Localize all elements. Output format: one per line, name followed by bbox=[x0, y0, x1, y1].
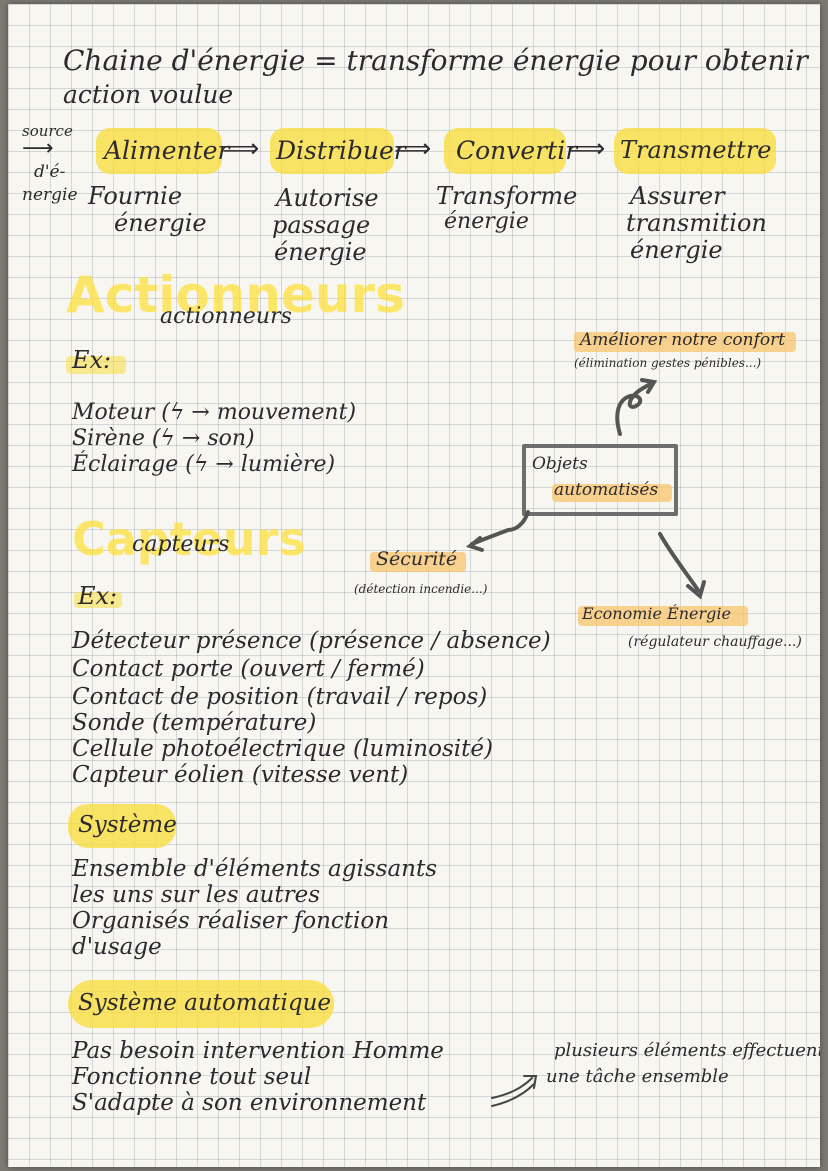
source-label: source bbox=[22, 122, 73, 140]
step-alimenter: Alimenter bbox=[104, 136, 230, 165]
ex-label: Ex: bbox=[78, 582, 118, 610]
step-desc: énergie bbox=[630, 236, 723, 264]
highlight-automatises bbox=[552, 484, 672, 502]
step-desc: Assurer bbox=[630, 182, 725, 210]
step-desc: Transforme bbox=[436, 182, 578, 210]
highlight-systeme bbox=[68, 804, 176, 848]
notebook-page: Chaine d'énergie = transforme énergie po… bbox=[8, 4, 820, 1167]
objets-label: Objets bbox=[532, 454, 588, 474]
systeme-auto-note: une tâche ensemble bbox=[546, 1066, 729, 1087]
systeme-line: les uns sur les autres bbox=[72, 882, 321, 908]
actionneur-item: Éclairage (ϟ → lumière) bbox=[72, 452, 336, 477]
step-desc: énergie bbox=[114, 209, 207, 237]
highlight-distribuer bbox=[270, 128, 394, 174]
step-transmettre: Transmettre bbox=[620, 136, 772, 164]
highlight-alimenter bbox=[96, 128, 222, 174]
step-desc: transmition bbox=[626, 209, 767, 237]
highlight-confort bbox=[574, 332, 796, 352]
capteur-item: Détecteur présence (présence / absence) bbox=[72, 628, 551, 654]
systeme-auto-title: Système automatique bbox=[78, 990, 332, 1016]
objets-label-2: automatisés bbox=[554, 480, 659, 500]
diagram-arrows bbox=[465, 378, 706, 1107]
systeme-line: Organisés réaliser fonction bbox=[72, 908, 390, 934]
source-arrow-icon: ⟶ bbox=[22, 136, 54, 161]
systeme-auto-line: S'adapte à son environnement bbox=[72, 1090, 427, 1116]
source-label-2: d'é- bbox=[34, 162, 66, 182]
double-arrow-icon: ⟹ bbox=[394, 134, 432, 164]
highlight-convertir bbox=[444, 128, 566, 174]
step-desc: Autorise bbox=[276, 184, 379, 212]
capteurs-big-title: Capteurs bbox=[72, 512, 306, 566]
capteurs-title: capteurs bbox=[132, 532, 230, 557]
step-convertir: Convertir bbox=[456, 136, 578, 165]
capteur-item: Cellule photoélectrique (luminosité) bbox=[72, 736, 493, 762]
step-desc: Fournie bbox=[88, 182, 183, 210]
actionneurs-big-title: Actionneurs bbox=[66, 266, 405, 324]
confort-example: (élimination gestes pénibles...) bbox=[574, 356, 762, 370]
double-arrow-icon: ⟹ bbox=[568, 134, 606, 164]
highlight-systeme-auto bbox=[68, 980, 334, 1028]
step-desc: énergie bbox=[274, 238, 367, 266]
systeme-line: Ensemble d'éléments agissants bbox=[72, 856, 438, 882]
securite-example: (détection incendie...) bbox=[354, 582, 488, 596]
highlight-securite bbox=[370, 552, 466, 572]
capteur-item: Capteur éolien (vitesse vent) bbox=[72, 762, 409, 788]
confort-label: Améliorer notre confort bbox=[580, 330, 786, 350]
step-desc: passage bbox=[272, 211, 371, 239]
highlight-economie bbox=[578, 606, 748, 626]
step-desc: énergie bbox=[444, 209, 529, 234]
double-arrow-icon: ⟹ bbox=[222, 134, 260, 164]
systeme-auto-line: Fonctionne tout seul bbox=[72, 1064, 312, 1090]
economie-label: Economie Énergie bbox=[582, 604, 731, 623]
highlight-transmettre bbox=[614, 128, 776, 174]
actionneur-item: Moteur (ϟ → mouvement) bbox=[72, 400, 357, 425]
actionneurs-title: actionneurs bbox=[160, 304, 292, 329]
ex-label: Ex: bbox=[72, 346, 112, 374]
economie-example: (régulateur chauffage...) bbox=[628, 634, 802, 650]
systeme-auto-line: Pas besoin intervention Homme bbox=[72, 1038, 444, 1064]
capteur-item: Contact porte (ouvert / fermé) bbox=[72, 656, 425, 682]
page-title-line2: action voulue bbox=[63, 80, 234, 109]
systeme-line: d'usage bbox=[72, 934, 162, 960]
page-title: Chaine d'énergie = transforme énergie po… bbox=[63, 44, 808, 77]
objets-automatises-box bbox=[522, 444, 678, 516]
ex-highlight bbox=[74, 592, 122, 608]
securite-label: Sécurité bbox=[376, 548, 458, 570]
ex-highlight bbox=[66, 356, 126, 374]
step-distribuer: Distribuer bbox=[276, 136, 406, 165]
source-label-3: nergie bbox=[22, 185, 78, 205]
capteur-item: Sonde (température) bbox=[72, 710, 317, 736]
systeme-title: Système bbox=[78, 812, 177, 838]
actionneur-item: Sirène (ϟ → son) bbox=[72, 426, 255, 451]
systeme-auto-note: plusieurs éléments effectuent bbox=[554, 1040, 820, 1061]
capteur-item: Contact de position (travail / repos) bbox=[72, 684, 488, 710]
